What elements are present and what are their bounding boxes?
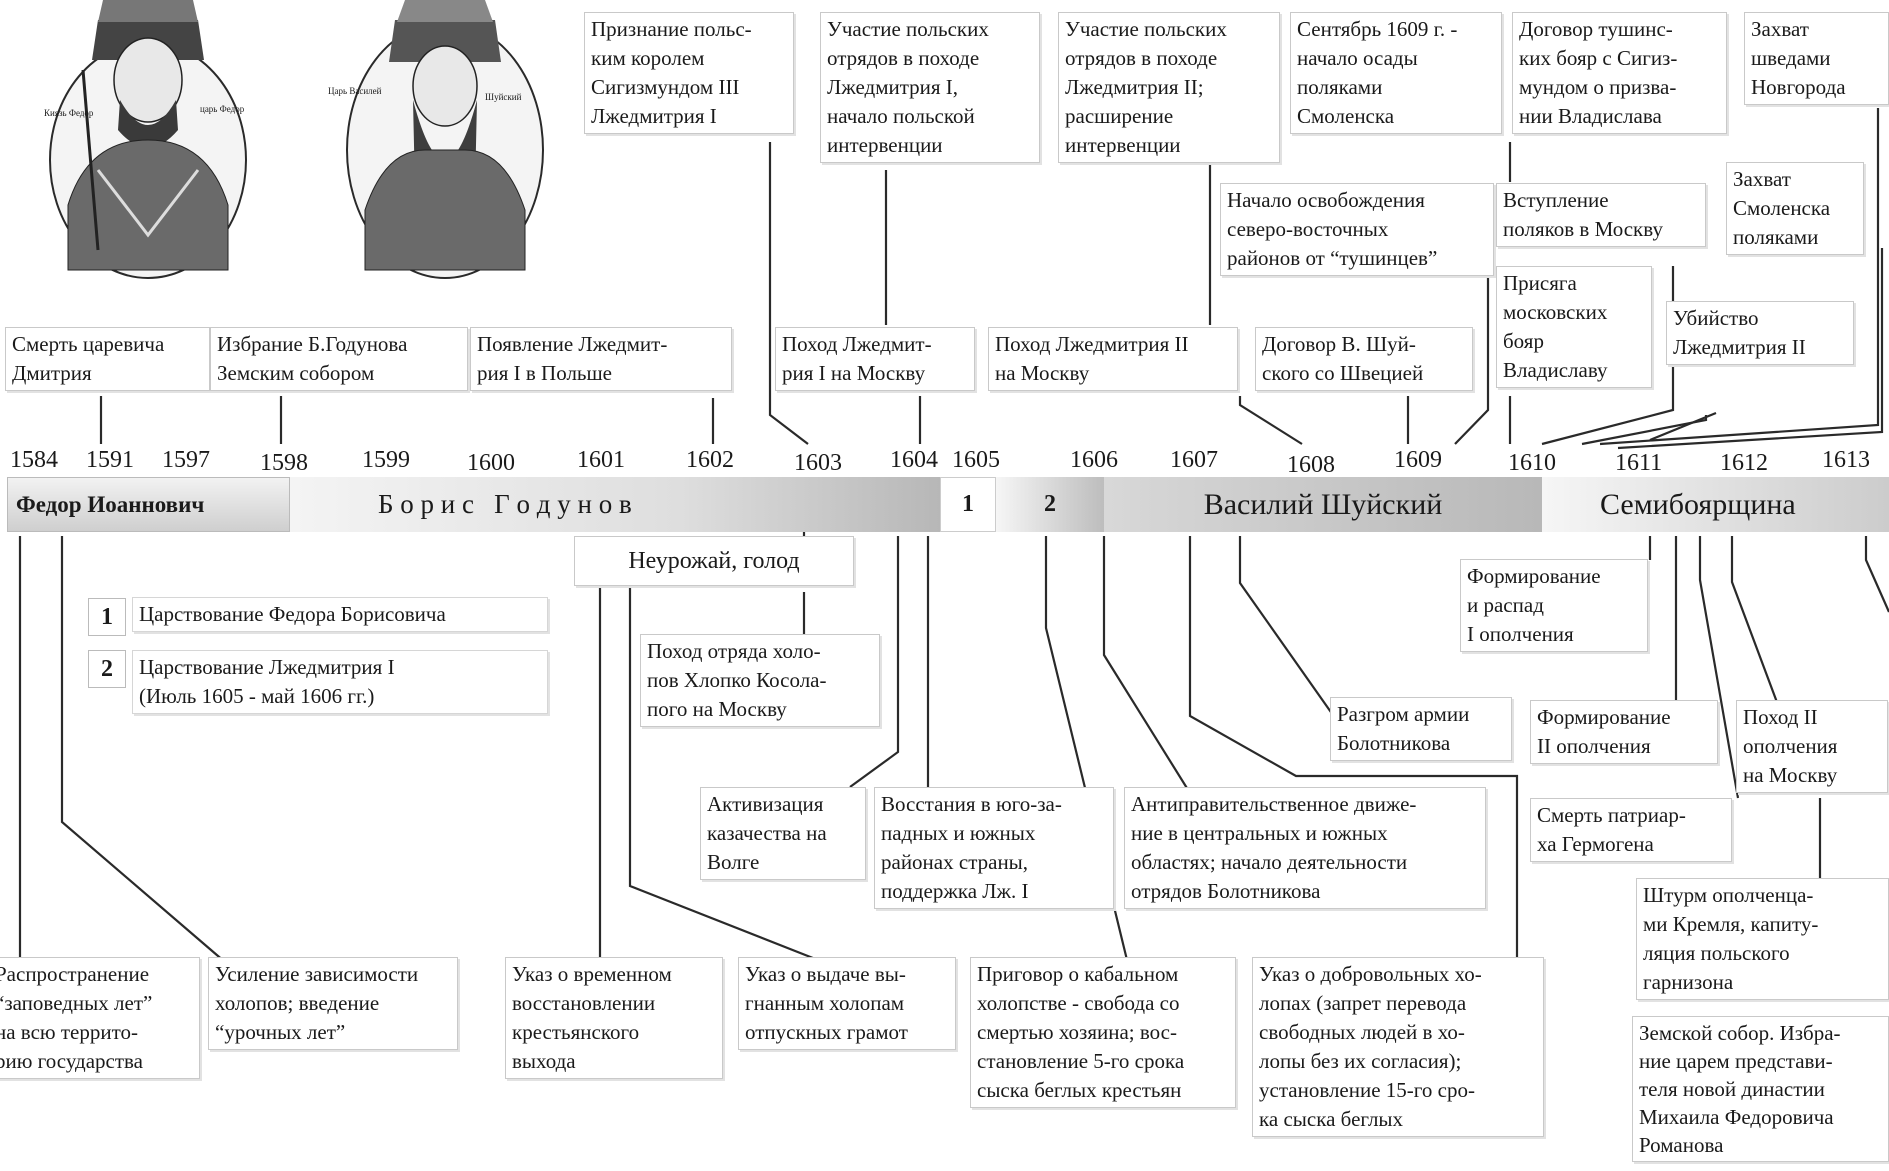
event-march-false-dmitry-1: Поход Лжедмит- рия I на Москву — [775, 327, 975, 391]
event-serfs-dependence: Усиление зависимости холопов; введение “… — [208, 957, 458, 1050]
event-decree-serfs-release: Указ о выдаче вы- гнанным холопам отпуск… — [738, 957, 956, 1050]
year-1584: 1584 — [10, 447, 58, 473]
legend-num-2: 2 — [88, 650, 126, 688]
event-false-dmitry-poland: Появление Лжедмит- рия I в Польше — [470, 327, 732, 391]
year-1606: 1606 — [1070, 447, 1118, 473]
reign-shuisky: Василий Шуйский — [1104, 477, 1542, 532]
event-second-militia: Формирование II ополчения — [1530, 700, 1718, 764]
portrait-caption-left-2: Царь Василей — [328, 86, 382, 96]
portrait-caption-right-2: Шуйский — [485, 92, 522, 102]
year-1604: 1604 — [890, 447, 938, 473]
reign-1-label: 1 — [962, 491, 974, 517]
event-forbidden-years: Распространение “заповедных лет” на всю … — [0, 957, 200, 1079]
legend-text-2: Царствование Лжедмитрия I (Июль 1605 - м… — [132, 650, 548, 714]
event-bonded-serfdom: Приговор о кабальном холопстве - свобода… — [970, 957, 1236, 1108]
event-famine: Неурожай, голод — [574, 536, 854, 586]
reign-fedor-label: Федор Иоаннович — [16, 491, 205, 517]
event-voluntary-serfs: Указ о добровольных хо- лопах (запрет пе… — [1252, 957, 1544, 1137]
event-khlopko: Поход отряда холо- пов Хлопко Косола- по… — [640, 634, 880, 727]
portrait-caption-right: царь Федор — [200, 104, 245, 114]
legend-num-1: 1 — [88, 598, 126, 636]
event-march-second-militia: Поход II ополчения на Москву — [1736, 700, 1888, 793]
year-1607: 1607 — [1170, 447, 1218, 473]
event-bolotnikov-movement: Антиправительственное движе- ние в центр… — [1124, 787, 1486, 909]
year-1598: 1598 — [260, 450, 308, 476]
event-polish-participation-1: Участие польских отрядов в походе Лжедми… — [820, 12, 1040, 163]
event-march-false-dmitry-2: Поход Лжедмитрия II на Москву — [988, 327, 1238, 391]
event-siege-smolensk: Сентябрь 1609 г. - начало осады поляками… — [1290, 12, 1502, 134]
event-poles-enter-moscow: Вступление поляков в Москву — [1496, 183, 1706, 247]
reign-fedor: Федор Иоаннович — [7, 477, 290, 532]
event-sigismund-recognition: Признание польс- ким королем Сигизмундом… — [584, 12, 794, 134]
year-1591: 1591 — [86, 447, 134, 473]
event-kremlin-storm: Штурм ополченца- ми Кремля, капиту- ляци… — [1636, 878, 1889, 1000]
year-1601: 1601 — [577, 447, 625, 473]
year-1599: 1599 — [362, 447, 410, 473]
event-oath-vladislav: Присяга московских бояр Владиславу — [1496, 266, 1652, 388]
event-tushino-treaty: Договор тушинс- ких бояр с Сигиз- мундом… — [1512, 12, 1727, 134]
event-decree-peasant-exit: Указ о временном восстановлении крестьян… — [505, 957, 723, 1079]
year-1603: 1603 — [794, 450, 842, 476]
portrait-caption-left: Киязь Федор — [44, 108, 94, 118]
event-novgorod-captured: Захват шведами Новгорода — [1744, 12, 1889, 105]
reign-shuisky-label: Василий Шуйский — [1203, 487, 1443, 521]
year-1613: 1613 — [1822, 447, 1870, 473]
year-1597: 1597 — [162, 447, 210, 473]
portrait-fedor-icon — [49, 0, 247, 279]
year-1609: 1609 — [1394, 447, 1442, 473]
year-1611: 1611 — [1615, 450, 1663, 476]
year-1608: 1608 — [1287, 452, 1335, 478]
reign-false-dmitry: 2 — [996, 477, 1104, 532]
event-bolotnikov-defeat: Разгром армии Болотникова — [1330, 697, 1512, 761]
event-first-militia: Формирование и распад I ополчения — [1460, 559, 1648, 652]
event-uprisings-south: Восстания в юго-за- падных и южных район… — [874, 787, 1114, 909]
event-smolensk-captured: Захват Смоленска поляками — [1726, 162, 1864, 255]
reign-fedor-borisovich: 1 — [940, 477, 996, 532]
event-treaty-sweden: Договор В. Шуй- ского со Швецией — [1255, 327, 1473, 391]
year-1602: 1602 — [686, 447, 734, 473]
event-polish-participation-2: Участие польских отрядов в походе Лжедми… — [1058, 12, 1280, 163]
event-death-dmitry: Смерть царевича Дмитрия — [5, 327, 210, 391]
reign-boris: Б о р и с Г о д у н о в — [290, 477, 940, 532]
year-1610: 1610 — [1508, 450, 1556, 476]
year-1612: 1612 — [1720, 450, 1768, 476]
reign-semib-label: Семибоярщина — [1600, 487, 1796, 521]
year-1600: 1600 — [467, 450, 515, 476]
legend-text-1: Царствование Федора Борисовича — [132, 597, 548, 632]
event-zemsky-sobor-romanov: Земской собор. Избра- ние царем представ… — [1632, 1016, 1889, 1162]
reign-boris-label: Б о р и с Г о д у н о в — [378, 489, 632, 519]
event-murder-false-dmitry-2: Убийство Лжедмитрия II — [1666, 301, 1854, 365]
event-election-godunov: Избрание Б.Годунова Земским собором — [210, 327, 468, 391]
reign-semiboyarshchina: Семибоярщина — [1542, 477, 1889, 532]
event-liberation-northeast: Начало освобождения северо-восточных рай… — [1220, 183, 1494, 276]
event-death-germogen: Смерть патриар- ха Гермогена — [1530, 798, 1732, 862]
year-1605: 1605 — [952, 447, 1000, 473]
reign-2-label: 2 — [1044, 491, 1056, 517]
portrait-shuisky-icon — [346, 0, 544, 279]
event-cossacks-volga: Активизация казачества на Волге — [700, 787, 866, 880]
